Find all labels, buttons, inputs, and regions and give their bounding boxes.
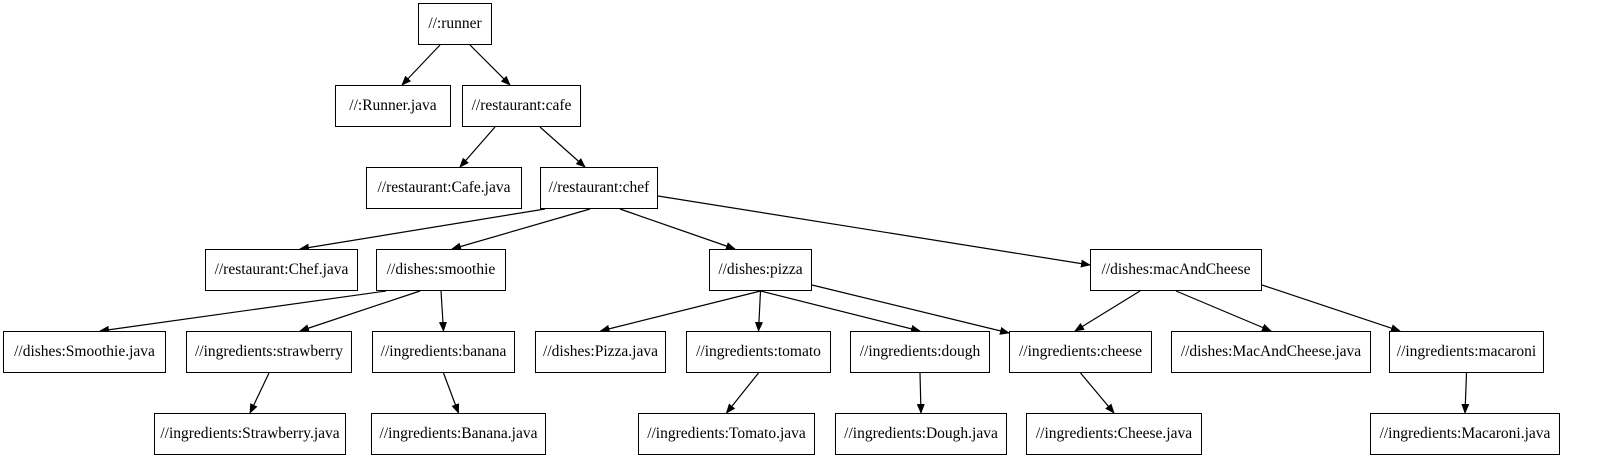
graph-edge-dishes_macandcheese-to-dishes_macandcheese_java: [1175, 290, 1272, 332]
graph-node-runner_java[interactable]: //:Runner.java: [335, 85, 451, 127]
graph-node-ing_strawberry_java[interactable]: //ingredients:Strawberry.java: [154, 413, 346, 455]
graph-node-ing_macaroni[interactable]: //ingredients:macaroni: [1389, 331, 1544, 373]
graph-node-dishes_macandcheese_java[interactable]: //dishes:MacAndCheese.java: [1171, 331, 1371, 373]
graph-node-ing_strawberry[interactable]: //ingredients:strawberry: [186, 331, 352, 373]
graph-edge-ing_dough-to-ing_dough_java: [916, 372, 925, 414]
graph-node-label: //:Runner.java: [349, 97, 437, 115]
graph-edge-dishes_macandcheese-to-ing_macaroni: [1261, 284, 1401, 332]
graph-node-ing_cheese[interactable]: //ingredients:cheese: [1009, 331, 1152, 373]
graph-node-label: //restaurant:Cafe.java: [377, 179, 511, 197]
graph-node-label: //ingredients:strawberry: [194, 343, 344, 361]
graph-node-label: //ingredients:Strawberry.java: [160, 425, 340, 443]
graph-node-ing_banana[interactable]: //ingredients:banana: [372, 331, 515, 373]
graph-node-label: //dishes:smoothie: [386, 261, 496, 279]
graph-node-restaurant_cafe_java[interactable]: //restaurant:Cafe.java: [366, 167, 522, 209]
graph-node-dishes_pizza_java[interactable]: //dishes:Pizza.java: [535, 331, 666, 373]
graph-node-dishes_smoothie_java[interactable]: //dishes:Smoothie.java: [3, 331, 166, 373]
graph-node-label: //restaurant:cafe: [471, 97, 572, 115]
graph-edge-ing_tomato-to-ing_tomato_java: [725, 372, 759, 414]
graph-node-ing_macaroni_java[interactable]: //ingredients:Macaroni.java: [1370, 413, 1560, 455]
graph-node-ing_cheese_java[interactable]: //ingredients:Cheese.java: [1026, 413, 1202, 455]
graph-node-label: //dishes:Smoothie.java: [14, 343, 155, 361]
graph-node-label: //restaurant:Chef.java: [214, 261, 349, 279]
graph-node-label: //ingredients:Cheese.java: [1035, 425, 1193, 443]
graph-edge-restaurant_cafe-to-restaurant_chef: [539, 126, 586, 168]
graph-edge-dishes_smoothie-to-ing_banana: [438, 290, 447, 332]
graph-edge-restaurant_chef-to-dishes_pizza: [619, 208, 736, 250]
graph-node-ing_tomato[interactable]: //ingredients:tomato: [686, 331, 831, 373]
graph-edge-dishes_pizza-to-ing_dough: [760, 290, 921, 333]
graph-node-label: //dishes:pizza: [718, 261, 803, 279]
graph-edge-dishes_macandcheese-to-ing_cheese: [1074, 290, 1141, 332]
graph-edge-dishes_pizza-to-ing_cheese: [811, 284, 1010, 335]
graph-node-dishes_macandcheese[interactable]: //dishes:macAndCheese: [1090, 249, 1262, 291]
graph-node-label: //dishes:MacAndCheese.java: [1180, 343, 1362, 361]
graph-node-restaurant_cafe[interactable]: //restaurant:cafe: [462, 85, 581, 127]
graph-node-label: //dishes:Pizza.java: [543, 343, 658, 361]
graph-edge-dishes_pizza-to-dishes_pizza_java: [599, 290, 761, 333]
graph-edge-restaurant_cafe-to-restaurant_cafe_java: [459, 126, 496, 168]
graph-node-label: //ingredients:tomato: [696, 343, 821, 361]
graph-node-ing_banana_java[interactable]: //ingredients:Banana.java: [371, 413, 546, 455]
graph-edge-runner-to-restaurant_cafe: [469, 44, 511, 86]
graph-node-restaurant_chef[interactable]: //restaurant:chef: [540, 167, 658, 209]
graph-node-label: //ingredients:macaroni: [1396, 343, 1537, 361]
graph-node-ing_tomato_java[interactable]: //ingredients:Tomato.java: [638, 413, 815, 455]
graph-node-dishes_smoothie[interactable]: //dishes:smoothie: [376, 249, 506, 291]
graph-edge-ing_strawberry-to-ing_strawberry_java: [249, 372, 270, 414]
graph-node-label: //ingredients:Dough.java: [844, 425, 998, 443]
graph-node-label: //ingredients:Tomato.java: [647, 425, 806, 443]
graph-node-label: //:runner: [428, 15, 482, 33]
graph-node-restaurant_chef_java[interactable]: //restaurant:Chef.java: [205, 249, 358, 291]
graph-node-dishes_pizza[interactable]: //dishes:pizza: [709, 249, 812, 291]
graph-node-ing_dough_java[interactable]: //ingredients:Dough.java: [835, 413, 1007, 455]
graph-edge-ing_banana-to-ing_banana_java: [442, 372, 460, 414]
graph-edge-restaurant_chef-to-dishes_smoothie: [451, 208, 591, 251]
graph-node-label: //restaurant:chef: [548, 179, 650, 197]
graph-node-label: //ingredients:cheese: [1018, 343, 1143, 361]
graph-edge-ing_macaroni-to-ing_macaroni_java: [1461, 372, 1470, 414]
graph-edge-ing_cheese-to-ing_cheese_java: [1080, 372, 1115, 414]
graph-edge-dishes_pizza-to-ing_tomato: [754, 290, 763, 332]
graph-node-ing_dough[interactable]: //ingredients:dough: [850, 331, 990, 373]
graph-node-label: //dishes:macAndCheese: [1101, 261, 1251, 279]
graph-node-label: //ingredients:Macaroni.java: [1379, 425, 1551, 443]
graph-edge-dishes_smoothie-to-dishes_smoothie_java: [99, 290, 387, 334]
graph-node-runner[interactable]: //:runner: [418, 3, 492, 45]
graph-node-label: //ingredients:Banana.java: [379, 425, 538, 443]
graph-edge-dishes_smoothie-to-ing_strawberry: [299, 290, 421, 332]
graph-edge-runner-to-runner_java: [401, 44, 441, 86]
graph-node-label: //ingredients:banana: [380, 343, 507, 361]
graph-node-label: //ingredients:dough: [859, 343, 981, 361]
graph-edge-restaurant_chef-to-restaurant_chef_java: [299, 208, 546, 252]
